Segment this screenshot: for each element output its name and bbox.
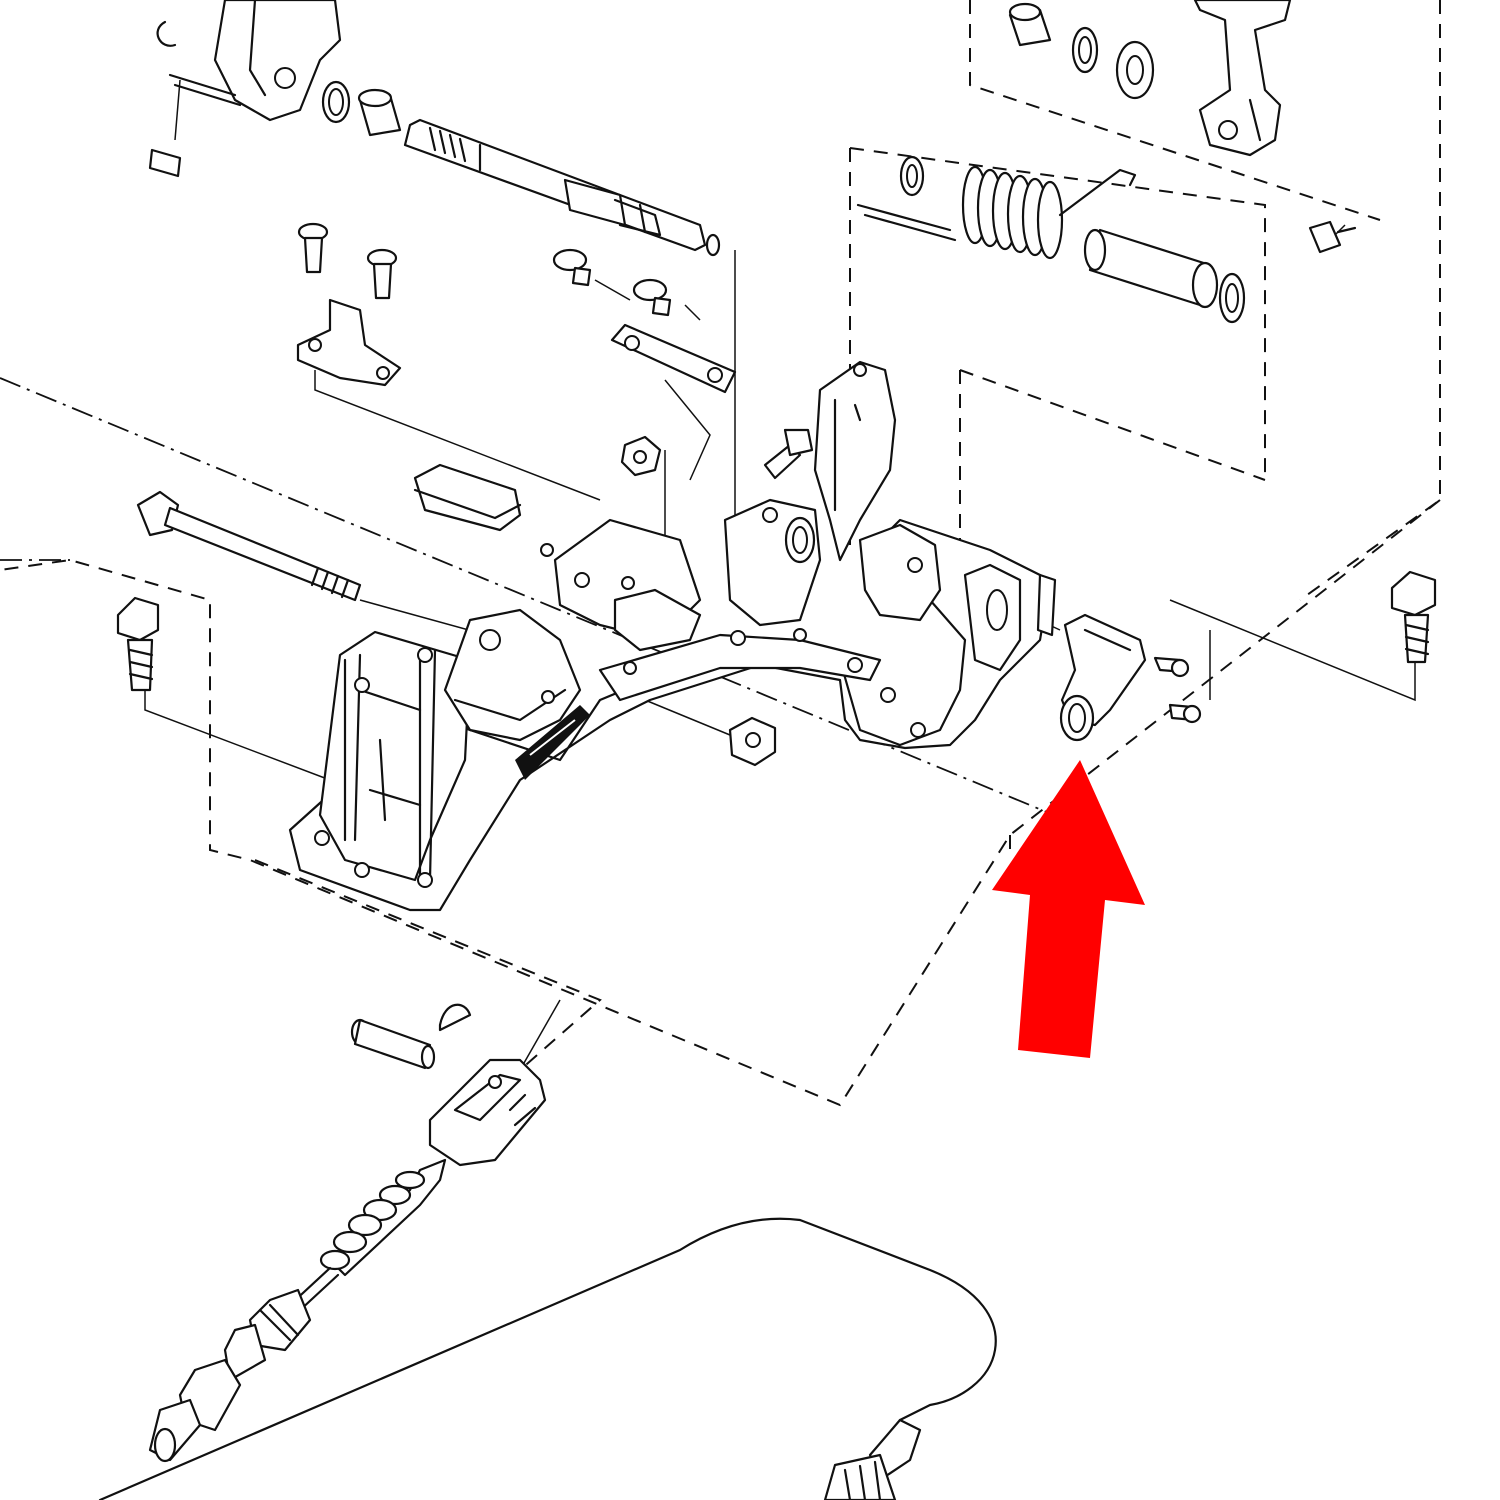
bushing-sleeve (357, 88, 402, 137)
long-pivot-bolt (136, 490, 362, 602)
flange-bolt-left (116, 596, 160, 692)
mounting-bracket (296, 298, 402, 387)
pivot-pin (148, 148, 182, 178)
flat-head-screw-b (632, 278, 672, 317)
link-plate (610, 323, 737, 394)
flat-head-screw-a (552, 248, 592, 287)
countersunk-screw-left (297, 222, 329, 274)
cable-clevis (428, 1058, 547, 1167)
upper-bushing (1008, 2, 1052, 47)
spring-sleeve (1083, 228, 1219, 309)
cotter-pin (438, 1003, 472, 1032)
up-arrow-icon (992, 760, 1145, 1058)
clevis-pin (350, 1018, 436, 1070)
assembly-boundary-lines (0, 0, 1441, 1107)
lower-housing-outline (98, 1217, 997, 1500)
flange-bolt-right (1390, 570, 1437, 664)
upper-shift-lever (156, 0, 342, 122)
pedal-arm (1193, 0, 1292, 157)
main-base-bracket (288, 360, 1057, 912)
link-plate-leader (664, 379, 711, 481)
cable-end-fitting (823, 1418, 922, 1500)
hex-nut-center (620, 435, 662, 477)
return-spring (856, 165, 1137, 260)
rubber-pad (413, 463, 522, 532)
bushing-ring (321, 80, 351, 124)
shift-shaft (403, 118, 721, 257)
shift-cable (148, 1158, 447, 1463)
short-bolt-center (763, 428, 814, 480)
upper-washer-small (1071, 26, 1099, 74)
alignment-leader-lines (144, 79, 1416, 781)
small-flange-bolt (1308, 220, 1357, 254)
upper-washer-large (1115, 40, 1155, 100)
cable-end-clevis (1059, 613, 1147, 742)
flange-nut-bottom (728, 716, 777, 767)
countersunk-screw-right (366, 248, 398, 300)
clevis-screw-lower (1168, 703, 1202, 724)
sleeve-washer (1218, 272, 1246, 324)
retaining-ring (899, 155, 925, 197)
clevis-screw-upper (1153, 656, 1190, 678)
